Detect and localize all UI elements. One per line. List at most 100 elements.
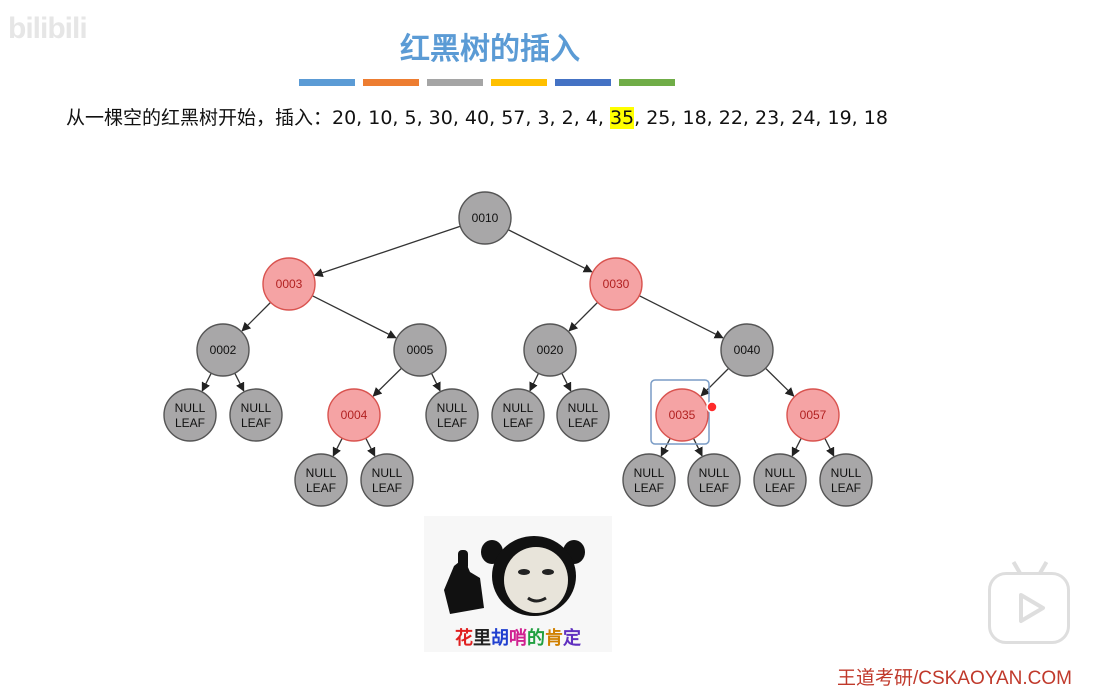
- stripe-yellow: [491, 79, 547, 86]
- caption-char: 的: [527, 628, 545, 649]
- node-label: 0030: [603, 277, 630, 291]
- node-circle: [523, 323, 577, 377]
- panda-thumbs-up-icon: [444, 536, 585, 616]
- node-label: 0010: [472, 211, 499, 225]
- tree-node-0005[interactable]: 0005: [393, 323, 447, 377]
- stripe-green: [619, 79, 675, 86]
- caption-char: 里: [473, 628, 491, 649]
- node-label: 0020: [537, 343, 564, 357]
- tree-node-0003[interactable]: 0003: [262, 257, 316, 311]
- tree-edges: [201, 225, 835, 457]
- sequence-prefix: 从一棵空的红黑树开始，插入：20, 10, 5, 30, 40, 57, 3, …: [66, 107, 610, 129]
- meme-caption: 花里胡哨的肯定: [424, 624, 612, 650]
- node-circle: [622, 453, 676, 507]
- node-label: 0004: [341, 408, 368, 422]
- node-circle: [753, 453, 807, 507]
- tree-edge-n5-n4: [372, 367, 402, 397]
- tree-node-0030[interactable]: 0030: [589, 257, 643, 311]
- tree-edge-n4-l4b: [365, 437, 376, 457]
- tree-edge-n40-n35: [700, 367, 730, 397]
- tree-edge-n2-l2b: [234, 372, 245, 392]
- play-button[interactable]: [988, 572, 1070, 644]
- play-icon: [1019, 593, 1045, 623]
- caption-char: 哨: [509, 628, 527, 649]
- tree-edge-n10-n3: [313, 225, 461, 278]
- node-circle: [655, 388, 709, 442]
- insertion-sequence: 从一棵空的红黑树开始，插入：20, 10, 5, 30, 40, 57, 3, …: [66, 103, 888, 130]
- node-circle: [196, 323, 250, 377]
- caption-char: 花: [455, 628, 473, 649]
- cursor-pointer-icon: [706, 401, 718, 413]
- node-circle: [393, 323, 447, 377]
- stripe-gray: [427, 79, 483, 86]
- node-circle: [687, 453, 741, 507]
- caption-char: 定: [563, 628, 581, 649]
- title-underline-stripes: [299, 79, 675, 86]
- tree-edge-n5-l5b: [430, 373, 441, 392]
- tree-node-0020[interactable]: 0020: [523, 323, 577, 377]
- meme-image: 花里胡哨的肯定: [424, 516, 612, 652]
- stripe-orange: [363, 79, 419, 86]
- selection-box[interactable]: [650, 379, 710, 445]
- node-label: 0002: [210, 343, 237, 357]
- node-circle: [425, 388, 479, 442]
- page-title: 红黑树的插入: [400, 32, 580, 67]
- tree-edge-n57-l57b: [824, 437, 835, 457]
- tree-edge-n30-n40: [638, 295, 724, 339]
- tree-edge-n20-l20a: [529, 373, 540, 392]
- tree-edge-n40-n57: [765, 367, 795, 397]
- bilibili-watermark: bilibili: [8, 12, 88, 45]
- node-circle: [819, 453, 873, 507]
- tree-node-0002[interactable]: 0002: [196, 323, 250, 377]
- stripe-blue: [299, 79, 355, 86]
- node-circle: [556, 388, 610, 442]
- node-label: 0040: [734, 343, 761, 357]
- tree-edge-n10-n30: [507, 229, 593, 273]
- tree-node-0010[interactable]: 0010: [458, 191, 512, 245]
- tree-node-0004[interactable]: 0004: [327, 388, 381, 442]
- tree-node-0035[interactable]: 0035: [655, 388, 709, 442]
- node-circle: [589, 257, 643, 311]
- tree-node-0057[interactable]: 0057: [786, 388, 840, 442]
- node-circle: [229, 388, 283, 442]
- node-circle: [786, 388, 840, 442]
- node-circle: [360, 453, 414, 507]
- node-label: 0005: [407, 343, 434, 357]
- tree-edge-n35-l35a: [660, 437, 671, 457]
- stripe-darkblue: [555, 79, 611, 86]
- node-circle: [327, 388, 381, 442]
- node-circle: [720, 323, 774, 377]
- node-label: 0035: [669, 408, 696, 422]
- caption-char: 肯: [545, 628, 563, 649]
- tree-node-0040[interactable]: 0040: [720, 323, 774, 377]
- footer-credit: 王道考研/CSKAOYAN.COM: [836, 668, 1072, 689]
- tree-edge-n4-l4a: [332, 437, 343, 457]
- tree-edge-n57-l57a: [791, 437, 802, 457]
- current-insert-highlight: 35: [609, 107, 635, 129]
- node-circle: [262, 257, 316, 311]
- tree-edge-n3-n2: [241, 301, 272, 332]
- node-label: 0057: [800, 408, 827, 422]
